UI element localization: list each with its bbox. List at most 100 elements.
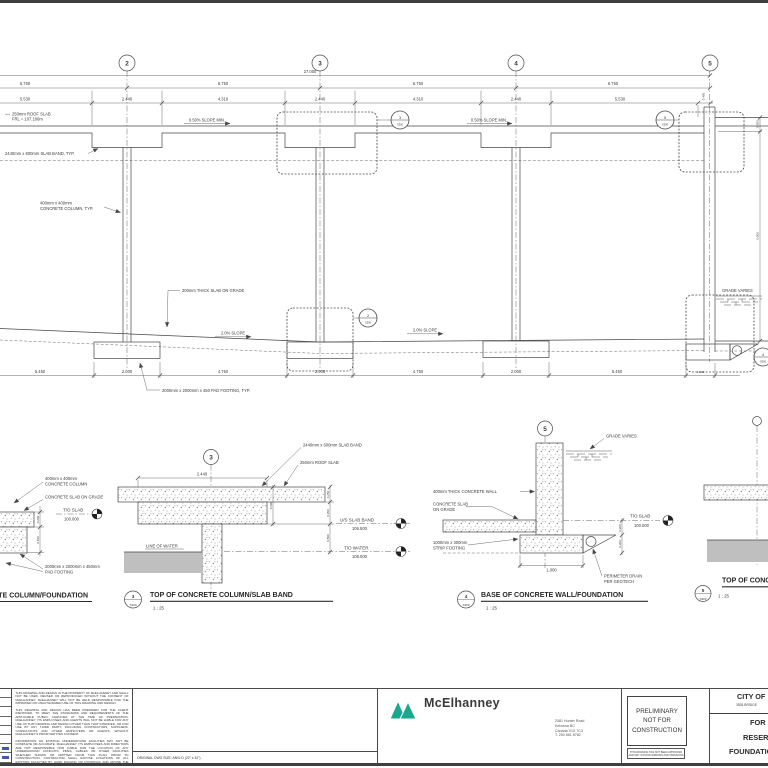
dim-label: 0.400 (702, 92, 706, 100)
column-label-2: CONCRETE COLUMN, TYP. (40, 206, 93, 211)
roof-slab-elev-label: FRL = 107.100m (12, 117, 43, 122)
grade-hatch (565, 450, 613, 461)
dim-label: 2.440 (315, 96, 326, 101)
dim-label: 2.440 (197, 471, 208, 476)
dim-label: 0.350 (326, 509, 330, 517)
project-title-panel: CITY OF 3535 BRIDGE FOR RESER FOUNDATIO (710, 689, 768, 763)
callout-bubble-base-column: 2 S300 (353, 308, 378, 328)
datum-value: 106.000 (352, 554, 368, 559)
revision-entry (2, 747, 9, 750)
dim-label: 27.000 (304, 69, 317, 74)
dim-row-bands: 5.530 2.440 4.310 2.440 4.310 2.440 5.53… (0, 90, 713, 125)
roof-slab-label: 250mm ROOF SLAB (300, 460, 339, 465)
detail-box-base-wall (685, 294, 755, 373)
project-address: 3535 BRIDGE (736, 703, 757, 707)
stamp-line: CONSTRUCTION (632, 726, 682, 734)
project-owner: CITY OF (737, 692, 766, 701)
dim-label: 5.450 (35, 369, 46, 374)
revision-table (0, 689, 12, 763)
dim-label: 2.000 (315, 369, 326, 374)
section-labels: 250mm ROOF SLAB FRL = 107.100m 2440mm x … (5, 112, 250, 393)
callout-sheet: S300 (365, 320, 372, 324)
grid-bubble-5: 5 (701, 54, 719, 72)
slope-label: 0.50% SLOPE MIN. (189, 118, 225, 123)
slab-on-grade-label-2: ON GRADE (433, 507, 455, 512)
revision-row (0, 698, 11, 708)
dim-label: 6.000 (756, 232, 760, 240)
callout-sheet: S300 (397, 122, 404, 126)
perimeter-drain-label-2: PER GEOTECH (604, 579, 634, 584)
grid-label: 4 (514, 60, 518, 67)
address-line: 2081 Hunter Road (555, 719, 585, 723)
grid-label: 2 (125, 60, 129, 67)
dim-label: 0.450 (36, 536, 40, 544)
detail-tag-number: 5 (702, 588, 705, 593)
notes-panel: THIS DRAWING AND DESIGN IS THE PROPERTY … (12, 689, 133, 763)
dim-label: 0.300 (618, 540, 622, 548)
dim-label: 6.750 (413, 81, 424, 86)
dim-label: 5.530 (20, 96, 31, 101)
dim-label: 2.440 (511, 96, 522, 101)
project-title-line: FOR (750, 718, 766, 727)
preliminary-panel: PRELIMINARY NOT FOR CONSTRUCTION THIS DR… (622, 689, 710, 763)
slope-label: 0.50% SLOPE MIN. (471, 118, 507, 123)
detail-base-wall: 5 GRADE VARIES 400mm THICK CONCRETE WALL… (433, 420, 674, 611)
dim-label: 1.000 (546, 568, 557, 573)
detail-top-column: 3 2.440 0.600 0.250 0.350 0.500 2440mm x… (117, 443, 410, 611)
detail-base-column: 400mm x 400mm CONCRETE COLUMN CONCRETE S… (0, 476, 103, 603)
company-address: 2081 Hunter Road Kelowna BC Canada V1X 7… (555, 719, 584, 738)
dim-row-bottom: 5.450 2.000 4.750 2.000 4.750 2.000 5.45… (0, 362, 740, 378)
dim-label: 4.310 (413, 96, 424, 101)
datum-value: 100.000 (634, 523, 650, 528)
sheet-top-border (0, 0, 768, 3)
stamp-note: THIS DRAWING HAS NOT BEEN APPROVED AND M… (627, 748, 685, 759)
grid-label: 5 (708, 60, 712, 67)
project-title-line: RESER (743, 732, 768, 742)
detail-tag-sheet: S300 (699, 597, 706, 601)
column-label: 400mm x 400mm (40, 201, 73, 206)
company-panel: McElhanney 2081 Hunter Road Kelowna BC C… (378, 689, 622, 763)
datum-value: 100.000 (64, 517, 80, 522)
floor-slope-labels: 2.0% SLOPE 2.0% SLOPE (215, 328, 444, 339)
datum-label: T/O SLAB (630, 514, 650, 519)
strip-footing-label: 1000mm x 300mm (433, 540, 468, 545)
dim-label: 2.440 (122, 96, 133, 101)
dim-label: 0.200 (618, 524, 622, 532)
concrete-columns (122, 147, 521, 342)
callout-sheet: S300 (760, 359, 767, 363)
dim-label: 0.500 (326, 534, 330, 542)
detail-tag-sheet: S300 (462, 603, 469, 607)
detail-scale: 1 : 25 (718, 594, 730, 599)
original-dwg-size: ORIGINAL DWG SIZE: ANSI D (22" x 34") (137, 755, 201, 760)
section-view: 2 3 4 5 27.000 (0, 54, 768, 393)
grid-bubble-4: 4 (507, 54, 525, 72)
callout-number: 2 (367, 314, 369, 318)
detail-title-block: 4 S300 BASE OF CONCRETE WALL/FOUNDATION … (457, 590, 648, 611)
dim-right-vertical: 0.500 6.000 (718, 115, 763, 344)
slope-label: 2.0% SLOPE (413, 328, 437, 333)
datum-label: T/O WATER (344, 546, 369, 551)
dim-label: 4.750 (218, 369, 229, 374)
disclaimer-note: THIS DRAWING AND DESIGN IS THE PROPERTY … (15, 690, 129, 705)
water-fill (124, 552, 202, 573)
grade-varies-label: GRADE VARIES (606, 434, 637, 439)
divider (710, 712, 768, 714)
revision-row (0, 726, 11, 735)
disclaimer-note: INFORMATION ON EXISTING UNDERGROUND FACI… (15, 738, 129, 763)
callout-bubble-top-wall: 5 S300 (655, 110, 679, 130)
dim-label: 1.000 (697, 370, 705, 374)
slab-band-label: 2440mm x 600mm SLAB BAND, TYP. (5, 151, 75, 156)
pad-footings (93, 340, 550, 359)
callout-bubble-base-wall: 4 S300 (753, 347, 768, 367)
grid-label: 3 (318, 60, 322, 67)
grid-bubble-2: 2 (118, 54, 136, 72)
preliminary-stamp: PRELIMINARY NOT FOR CONSTRUCTION (627, 696, 687, 746)
dim-label: 5.450 (612, 369, 623, 374)
callout-number: 3 (399, 116, 401, 120)
title-block: THIS DRAWING AND DESIGN IS THE PROPERTY … (0, 688, 768, 768)
perimeter-drain-label: PERIMETER DRAIN (604, 574, 642, 579)
stamp-line: NOT FOR (643, 717, 671, 725)
detail-tag-sheet: S300 (129, 603, 136, 607)
datum-us-slab-band: U/S SLAB BAND 106.500 (336, 518, 410, 531)
address-line: Canada V1X 7C3 (555, 728, 583, 733)
